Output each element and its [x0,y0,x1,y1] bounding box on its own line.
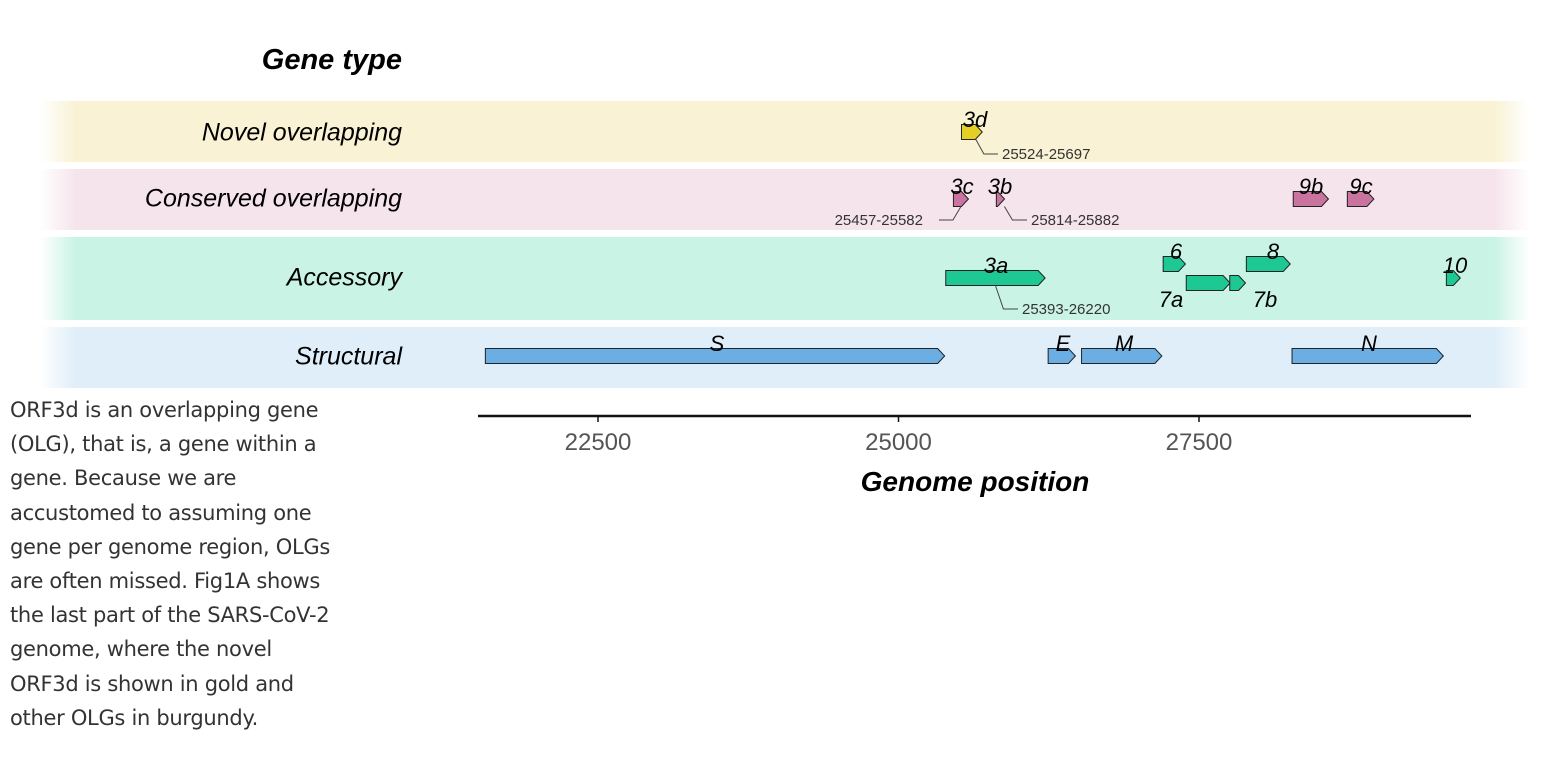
genes-layer: 3d 25524-25697 3c 25457-25582 3b 25814-25882 9… [484,107,1468,364]
gene-9b [1292,191,1330,207]
gene-3a [945,270,1046,286]
gene-3d [960,124,983,140]
gene-M [1081,348,1163,364]
coord-label-3c: 25457-25582 [835,212,923,229]
gene-7b [1229,275,1247,291]
coord-label-3a: 25393-26220 [1022,301,1110,318]
genome-axis: 22500 25000 27500 Genome position [478,414,1471,497]
gene-label-7a: 7a [1159,287,1183,312]
gene-label-9c: 9c [1349,174,1372,199]
gene-N [1291,348,1445,364]
caption-text: ORF3d is an overlapping gene (OLG), that… [10,398,330,730]
row-band-novel [40,101,1530,162]
gene-label-M: M [1115,331,1134,356]
axis-title: Genome position [861,466,1090,497]
axis-tick-label-22500: 22500 [565,429,632,456]
coord-leader-3b [1003,206,1027,221]
gene-label-6: 6 [1170,239,1183,264]
gene-3b [995,191,1006,207]
row-label-conserved: Conserved overlapping [145,185,402,213]
gene-label-3a: 3a [984,253,1008,278]
gene-9c [1346,191,1375,207]
axis-ticks: 22500 25000 27500 [565,416,1233,456]
row-label-accessory: Accessory [285,264,404,292]
gene-8 [1245,256,1291,272]
gene-label-S: S [710,331,725,356]
gene-label-8: 8 [1267,239,1280,264]
gene-type-header: Gene type [262,44,402,76]
gene-S [484,348,946,364]
row-label-novel: Novel overlapping [202,119,402,147]
row-label-structural: Structural [295,343,403,371]
gene-label-3b: 3b [988,174,1012,199]
gene-label-3c: 3c [950,174,973,199]
gene-10 [1445,270,1461,286]
axis-tick-label-25000: 25000 [865,429,932,456]
gene-label-10: 10 [1443,253,1468,278]
coord-leader-3c [939,206,962,221]
axis-tick-label-27500: 27500 [1166,429,1233,456]
gene-label-7b: 7b [1253,287,1277,312]
coord-leader-3d [975,139,998,155]
gene-label-E: E [1056,331,1071,356]
row-band-accessory [40,237,1530,320]
gene-E [1047,348,1077,364]
coord-label-3b: 25814-25882 [1031,212,1119,229]
gene-3c [952,191,970,207]
gene-7a [1185,275,1231,291]
gene-label-N: N [1361,331,1377,356]
coord-leader-3a [994,285,1018,310]
coord-label-3d: 25524-25697 [1002,146,1090,163]
gene-6 [1162,256,1187,272]
row-band-conserved [40,169,1530,230]
gene-label-3d: 3d [963,107,988,132]
gene-label-9b: 9b [1299,174,1323,199]
